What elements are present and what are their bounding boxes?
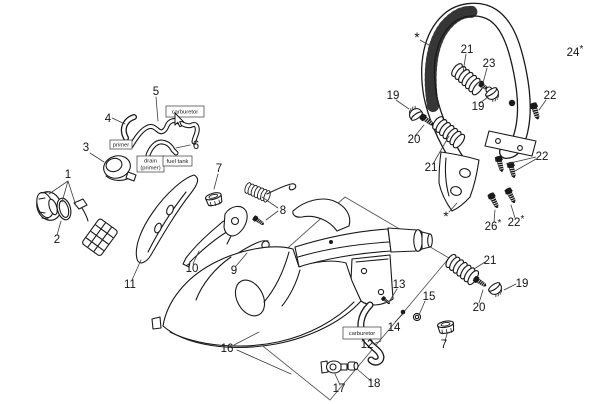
tag-box-border [165, 105, 205, 118]
callout-23[interactable]: 23 [483, 58, 496, 70]
callout-16[interactable]: 16 [221, 343, 234, 355]
callout-12[interactable]: 12 [361, 339, 374, 351]
tag-box-carburetor-top: carburetor [165, 105, 205, 118]
tag-box-label: fuel tank [167, 159, 189, 165]
handle-base-bracket [438, 151, 480, 212]
callout-star-handle[interactable]: * [414, 29, 420, 45]
throttle-latch [223, 205, 248, 245]
o-ring [56, 197, 72, 221]
tag-box-label: primer [113, 143, 129, 149]
callout-21-right[interactable]: 21 [484, 255, 497, 267]
callout-9[interactable]: 9 [231, 265, 237, 277]
tag-box-drain-primer: drain(primer) [136, 155, 165, 173]
sleeve-18 [347, 361, 359, 371]
handle-molding-11 [135, 174, 199, 264]
cap-retainer-grid [82, 218, 118, 256]
fuel-line-5 [128, 118, 200, 149]
fuel-cap-drawing [36, 191, 118, 256]
tag-box-border [162, 155, 193, 167]
callout-7-upper[interactable]: 7 [216, 163, 222, 175]
callout-10[interactable]: 10 [186, 263, 199, 275]
callout-8[interactable]: 8 [280, 205, 286, 217]
tag-box-primer: primer [109, 139, 133, 150]
handle-mount-plate [484, 130, 537, 157]
callout-24[interactable]: 24* [567, 44, 584, 59]
callout-22-bottom[interactable]: 22* [508, 214, 525, 229]
fuel-line-6 [145, 139, 179, 158]
tag-box-border [109, 139, 133, 150]
grommet-14 [400, 309, 406, 315]
callout-20-right[interactable]: 20 [473, 302, 486, 314]
spring-link-8 [242, 181, 297, 227]
callout-19-center[interactable]: 19 [472, 101, 485, 113]
callout-22-top[interactable]: 22 [544, 90, 557, 102]
callout-14[interactable]: 14 [388, 322, 401, 334]
callout-18[interactable]: 18 [368, 378, 381, 390]
callout-19-left[interactable]: 19 [387, 90, 400, 102]
tag-box-label: carburetor [172, 110, 198, 116]
handle-fastener-set-center [447, 61, 503, 105]
tag-box-label: carburetor [349, 331, 375, 337]
leader-lines [48, 39, 547, 386]
callout-22-mid[interactable]: 22 [536, 151, 549, 163]
callout-7-lower[interactable]: 7 [441, 339, 447, 351]
callout-15[interactable]: 15 [423, 291, 436, 303]
bushing-7-lower [436, 319, 456, 336]
callout-1[interactable]: 1 [65, 169, 71, 181]
mouse-cursor [174, 111, 185, 128]
callout-17[interactable]: 17 [333, 383, 346, 395]
handle-grip-ribs [424, 5, 479, 112]
front-handle-drawing [421, 2, 537, 212]
primer-bulb-drawing [103, 155, 137, 182]
callout-4[interactable]: 4 [105, 113, 112, 125]
bushing-7-upper [204, 190, 225, 209]
tag-box-carburetor-bottom: carburetor [342, 326, 382, 340]
impulse-hose-12 [357, 301, 385, 366]
callout-13[interactable]: 13 [393, 279, 406, 291]
callout-21-left[interactable]: 21 [425, 162, 438, 174]
fuel-hose-4 [120, 114, 137, 141]
callout-5[interactable]: 5 [153, 86, 159, 98]
callout-star-base[interactable]: * [443, 208, 449, 224]
callout-11[interactable]: 11 [124, 279, 136, 291]
tag-box-label: drain [144, 159, 157, 165]
housing-assembly-drawing [151, 198, 433, 348]
callout-26[interactable]: 26* [485, 218, 502, 233]
tag-box-border [342, 326, 382, 340]
callout-19-right[interactable]: 19 [516, 278, 529, 290]
wire-link-9 [225, 240, 270, 262]
callout-20-left[interactable]: 20 [408, 134, 421, 146]
callout-3[interactable]: 3 [83, 142, 89, 154]
callout-6[interactable]: 6 [193, 140, 199, 152]
tag-box-label: (primer) [140, 166, 160, 172]
callout-21-center[interactable]: 21 [461, 44, 474, 56]
tag-box-fuel-tank: fuel tank [162, 155, 193, 167]
purge-valve-17 [320, 360, 348, 374]
callout-2[interactable]: 2 [54, 234, 60, 246]
